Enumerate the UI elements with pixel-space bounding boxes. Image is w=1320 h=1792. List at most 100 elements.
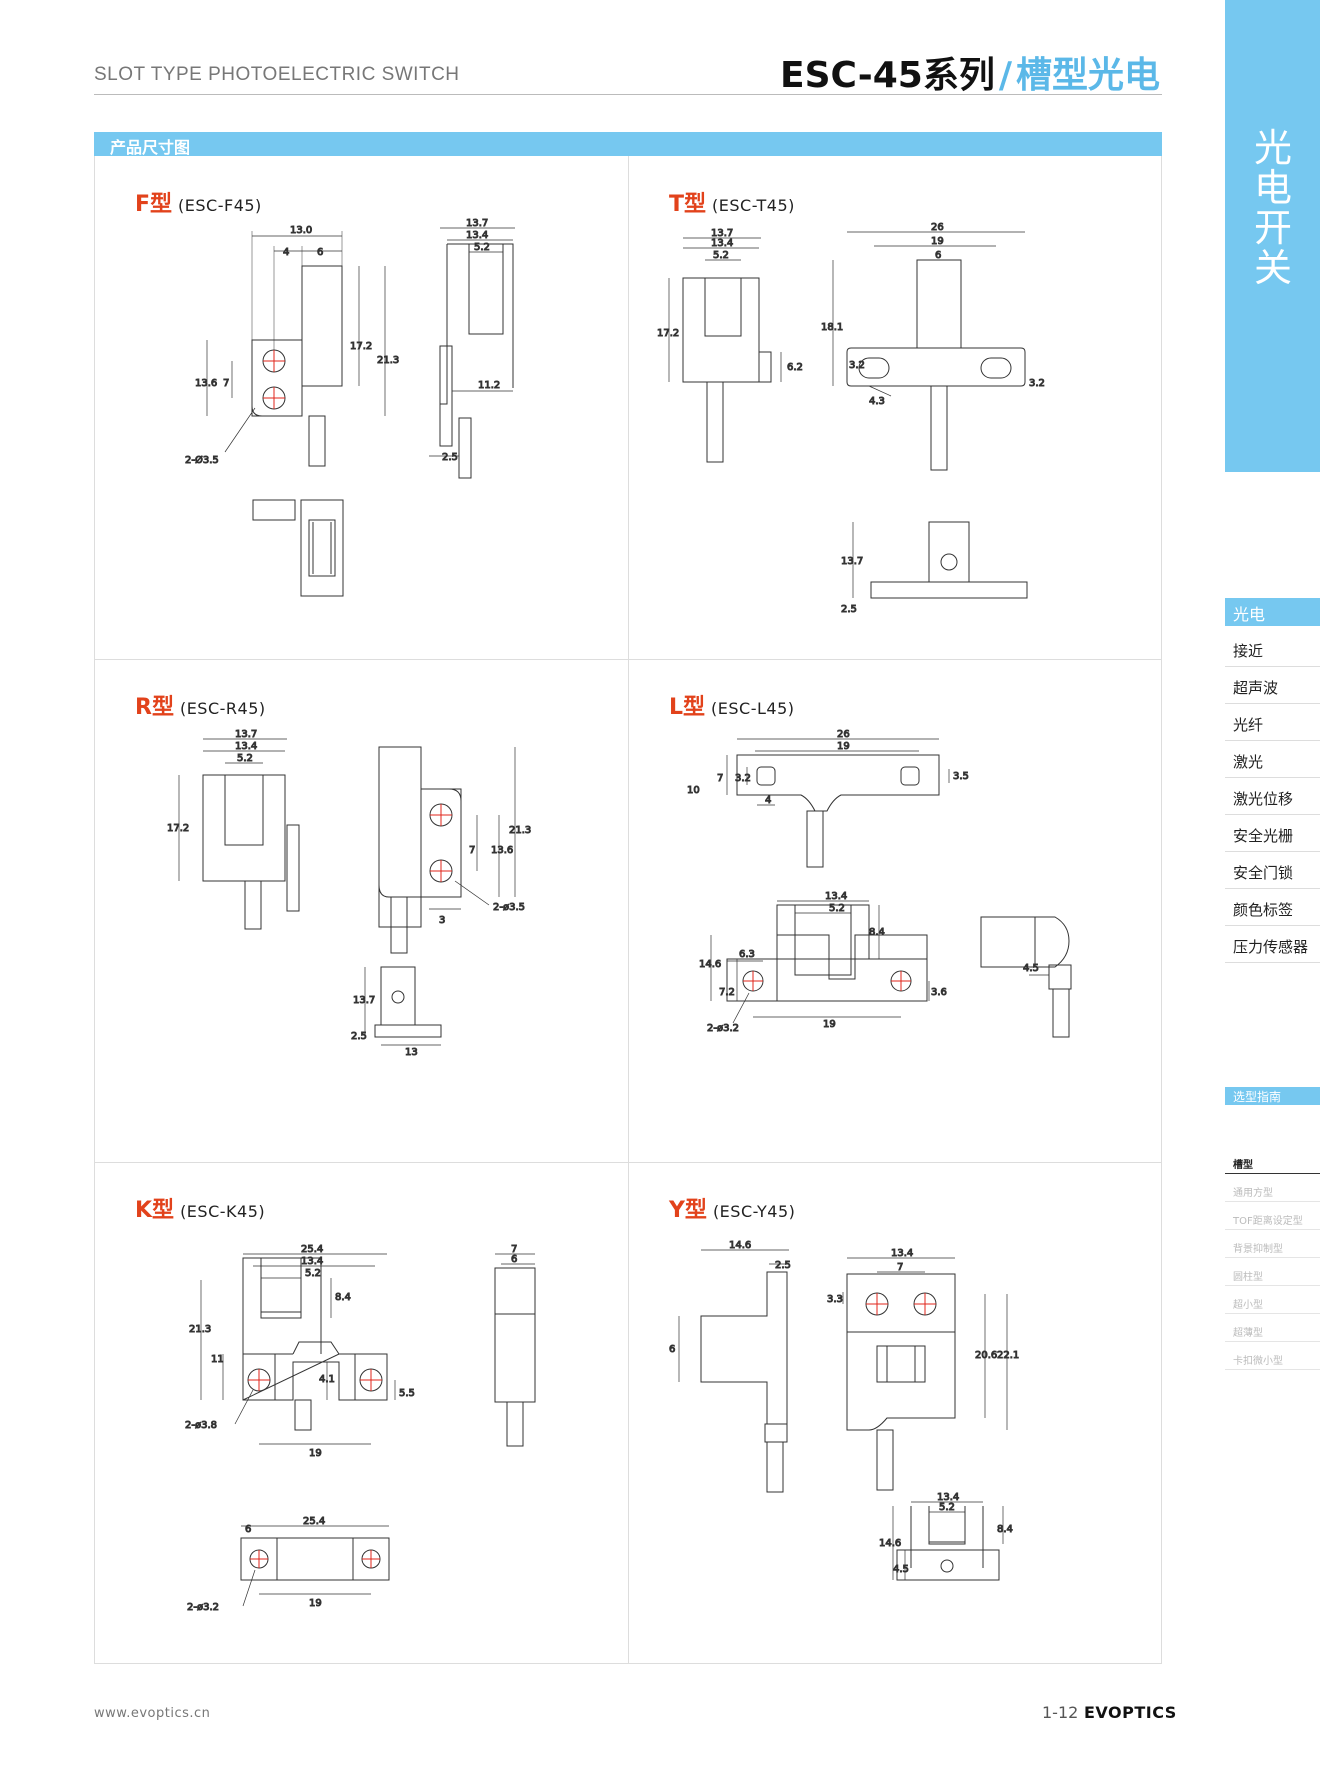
dim-label: 3.6	[931, 987, 947, 998]
guide-item-label: 圆柱型	[1233, 1272, 1263, 1283]
dim-label: 17.2	[167, 823, 189, 834]
section-title: 产品尺寸图	[110, 138, 191, 157]
model-label: (ESC-R45)	[179, 699, 266, 718]
dim-label: 2-Ø3.5	[185, 454, 219, 466]
header-title: ESC-45系列/槽型光电	[780, 46, 1160, 98]
dim-label: 3.2	[1029, 378, 1045, 389]
model-label: (ESC-F45)	[178, 196, 262, 215]
guide-item-label: TOF距离设定型	[1233, 1216, 1303, 1227]
guide-item[interactable]: 背景抑制型	[1225, 1230, 1320, 1258]
guide-item[interactable]: 卡扣微小型	[1225, 1342, 1320, 1370]
dim-label: 17.2	[350, 341, 372, 352]
guide-item-label: 超小型	[1233, 1300, 1263, 1311]
sidebar-item[interactable]: 安全门锁	[1225, 852, 1320, 889]
dim-label: 5.2	[474, 242, 490, 253]
dim-label: 5.2	[237, 753, 253, 764]
sidebar-item-label: 安全光栅	[1233, 827, 1294, 845]
sidebar-item-label: 安全门锁	[1233, 864, 1294, 882]
dim-label: 13.4	[235, 741, 257, 752]
drawing-title: L型(ESC-L45)	[669, 689, 795, 721]
dim-label: 7	[897, 1262, 903, 1273]
drawing-title: K型(ESC-K45)	[135, 1192, 265, 1224]
dim-label: 21.3	[189, 1324, 211, 1335]
guide-item-label: 超薄型	[1233, 1328, 1263, 1339]
guide-item[interactable]: 圆柱型	[1225, 1258, 1320, 1286]
dim-label: 10	[687, 785, 700, 796]
title-cn: 槽型光电	[1015, 55, 1160, 96]
dim-label: 4.3	[869, 396, 885, 407]
title-main: ESC-45系列	[780, 55, 995, 96]
type-label: T型	[669, 192, 707, 217]
sidebar-item[interactable]: 超声波	[1225, 667, 1320, 704]
drawing-k45: K型(ESC-K45) 25.4 13.4 5.2 8.4 21.3 11 4.…	[95, 1162, 629, 1664]
header-subtitle: SLOT TYPE PHOTOELECTRIC SWITCH	[94, 64, 460, 85]
dim-label: 5.2	[713, 250, 729, 261]
guide-item-label: 背景抑制型	[1233, 1244, 1283, 1255]
guide-item-active[interactable]: 槽型	[1225, 1146, 1320, 1174]
dim-label: 20.6	[975, 1350, 997, 1361]
model-label: (ESC-K45)	[180, 1202, 266, 1221]
grid-divider-h1	[95, 659, 1161, 660]
sidebar-item-label: 光电	[1233, 605, 1266, 624]
sidebar-item[interactable]: 压力传感器	[1225, 926, 1320, 963]
dim-label: 7	[511, 1244, 517, 1255]
dim-label: 5.2	[829, 903, 845, 914]
dim-label: 13.7	[711, 228, 733, 239]
dimension-drawing: 14.6 2.5 6 13.4 7 3.3 20.6 22.1 13.4 5.2…	[669, 1240, 1020, 1581]
dim-label: 5.5	[399, 1388, 415, 1399]
guide-item-label: 通用方型	[1233, 1188, 1273, 1199]
dim-label: 2-ø3.2	[707, 1023, 739, 1034]
dim-label: 19	[309, 1448, 322, 1459]
section-bar: 产品尺寸图	[94, 132, 1162, 157]
sidebar-item-label: 光纤	[1233, 716, 1264, 734]
dim-label: 2-ø3.2	[187, 1602, 219, 1613]
sidebar-item[interactable]: 激光	[1225, 741, 1320, 778]
dim-label: 4.1	[319, 1374, 335, 1385]
dim-label: 26	[837, 729, 850, 740]
drawing-title: T型(ESC-T45)	[669, 186, 795, 218]
dim-label: 2.5	[841, 604, 857, 615]
dim-label: 19	[931, 236, 944, 247]
sidebar-item-active[interactable]: 光电	[1225, 598, 1320, 626]
dim-label: 7	[717, 773, 723, 784]
dim-label: 18.1	[821, 322, 843, 333]
guide-item[interactable]: 通用方型	[1225, 1174, 1320, 1202]
sidebar-item[interactable]: 激光位移	[1225, 778, 1320, 815]
sidebar-category-tab[interactable]: 光电开关	[1225, 0, 1320, 472]
sidebar-item[interactable]: 光纤	[1225, 704, 1320, 741]
page-number: 1-12	[1042, 1703, 1079, 1722]
sidebar-item-label: 压力传感器	[1233, 938, 1309, 956]
brand-logo: EVOPTICS	[1084, 1703, 1177, 1722]
sidebar-item[interactable]: 颜色标签	[1225, 889, 1320, 926]
dim-label: 13.4	[466, 230, 488, 241]
dim-label: 13.4	[825, 891, 847, 902]
drawing-title: F型(ESC-F45)	[135, 186, 262, 218]
sidebar-item[interactable]: 接近	[1225, 630, 1320, 667]
dim-label: 6	[511, 1254, 517, 1265]
dim-label: 3.2	[735, 773, 751, 784]
sidebar-item-label: 激光位移	[1233, 790, 1294, 808]
sidebar-item-label: 接近	[1233, 642, 1264, 660]
dim-label: 13.4	[301, 1256, 323, 1267]
sidebar-item[interactable]: 安全光栅	[1225, 815, 1320, 852]
drawing-r45: R型(ESC-R45) 13.7 13.4 5.2 17.2 21.3 7 13…	[95, 659, 629, 1161]
dimension-drawing: 25.4 13.4 5.2 8.4 21.3 11 4.1 5.5 2-ø3.8…	[185, 1244, 536, 1614]
dim-label: 13.4	[891, 1248, 913, 1259]
dim-label: 25.4	[301, 1244, 323, 1255]
dim-label: 6	[317, 247, 323, 258]
dimension-drawing: 13.7 13.4 5.2 17.2 6.2 26 19 6 18.1 3.2 …	[657, 222, 1046, 616]
dim-label: 7.2	[719, 987, 735, 998]
selection-guide-header: 选型指南	[1225, 1087, 1320, 1105]
guide-item[interactable]: 超小型	[1225, 1286, 1320, 1314]
guide-item[interactable]: 超薄型	[1225, 1314, 1320, 1342]
dim-label: 14.6	[879, 1538, 901, 1549]
dim-label: 26	[931, 222, 944, 233]
dim-label: 3.3	[827, 1294, 843, 1305]
footer-url[interactable]: www.evoptics.cn	[94, 1706, 211, 1721]
dim-label: 13.7	[353, 995, 375, 1006]
dim-label: 13.0	[290, 225, 312, 236]
sidebar-item-label: 颜色标签	[1233, 901, 1294, 919]
guide-item[interactable]: TOF距离设定型	[1225, 1202, 1320, 1230]
type-label: L型	[669, 695, 706, 720]
dim-label: 13.7	[235, 729, 257, 740]
